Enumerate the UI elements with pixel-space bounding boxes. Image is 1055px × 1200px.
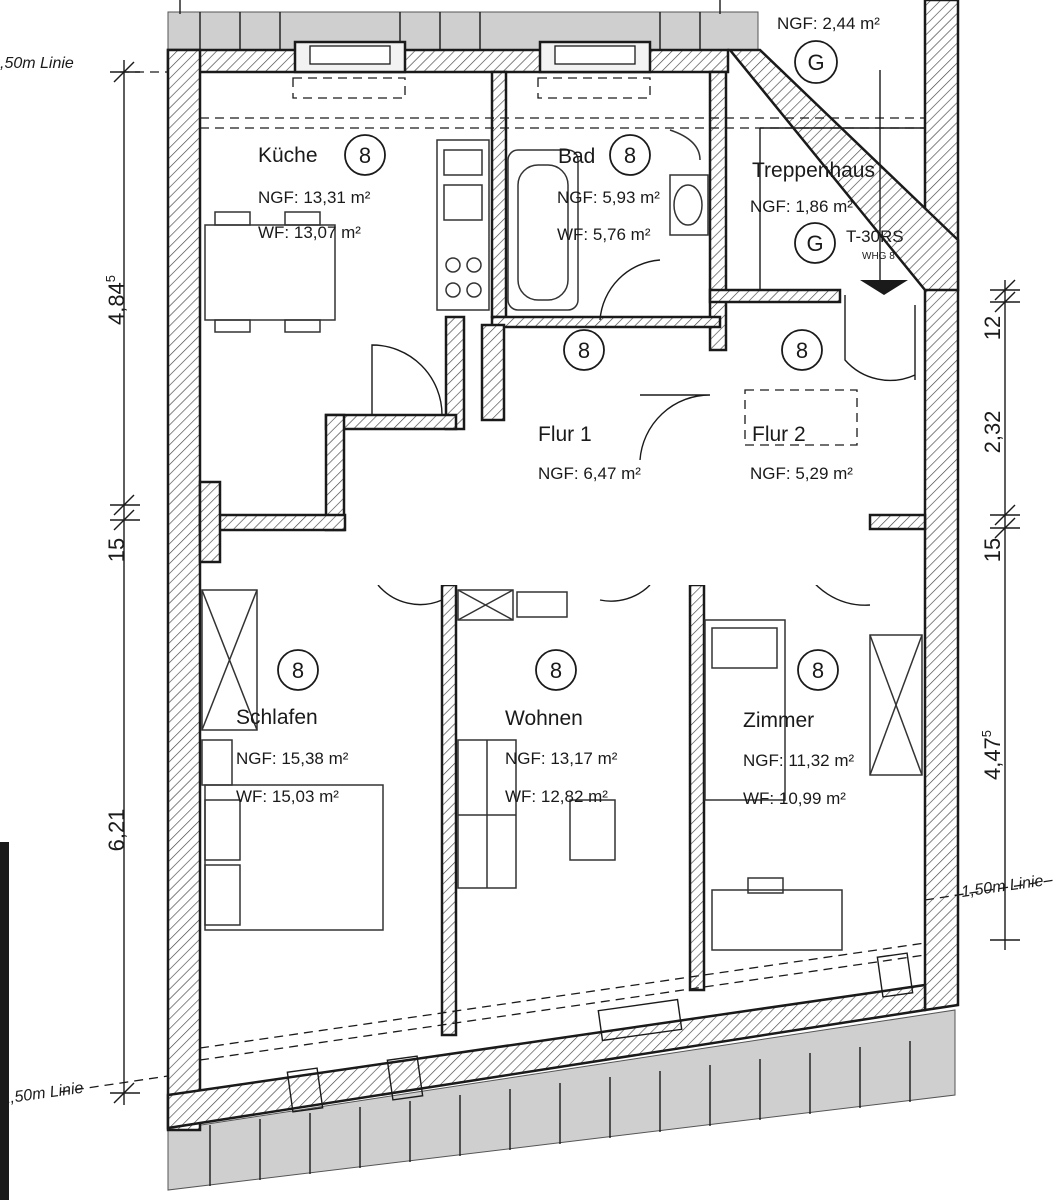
- dim-left-2: 15: [104, 538, 129, 562]
- ngf-g-top: NGF: 2,44 m²: [777, 14, 880, 33]
- unit-badge-bad: 8: [624, 143, 636, 168]
- room-flur2: 8 Flur 2 NGF: 5,29 m²: [750, 329, 853, 483]
- ngf-flur1: NGF: 6,47 m²: [538, 464, 641, 483]
- room-name-bad: Bad: [558, 145, 595, 168]
- door-code-treppenhaus: T-30RS: [846, 227, 904, 246]
- wf-wohnen: WF: 12,82 m²: [505, 787, 608, 806]
- wf-bad: WF: 5,76 m²: [557, 225, 651, 244]
- wf-zimmer: WF: 10,99 m²: [743, 789, 846, 808]
- room-bad: Bad 8 NGF: 5,93 m² WF: 5,76 m²: [557, 134, 660, 244]
- unit-badge-flur1: 8: [578, 338, 590, 363]
- left-edge-bar: [0, 842, 9, 1200]
- linie-label-top-left: ,50m Linie: [0, 55, 74, 72]
- linie-label-right: 1,50m Linie: [960, 873, 1044, 901]
- unit-badge-flur2: 8: [796, 338, 808, 363]
- dimension-right: 12 2,32 15 4,475: [979, 279, 1020, 950]
- ngf-schlafen: NGF: 15,38 m²: [236, 749, 349, 768]
- unit-badge-kueche: 8: [359, 143, 371, 168]
- top-windows: [292, 40, 652, 99]
- svg-text:4,845: 4,845: [103, 275, 129, 325]
- unit-badge-wohnen: 8: [550, 658, 562, 683]
- exterior-walls: [166, 0, 960, 1132]
- top-eave: [167, 0, 759, 51]
- interior-walls: [198, 70, 927, 1037]
- doors: [371, 259, 916, 606]
- svg-text:4,475: 4,475: [979, 730, 1005, 780]
- unit-badge-g-top: G: [807, 50, 824, 75]
- room-name-flur1: Flur 1: [538, 423, 592, 446]
- room-name-flur2: Flur 2: [752, 423, 806, 446]
- blank-patch: [357, 497, 857, 585]
- ngf-flur2: NGF: 5,29 m²: [750, 464, 853, 483]
- dim-right-4: 4,47: [980, 737, 1005, 780]
- ngf-zimmer: NGF: 11,32 m²: [743, 751, 854, 770]
- flag-treppenhaus: WHG 8: [862, 251, 895, 262]
- dim-left-1-sup: 5: [103, 275, 118, 282]
- room-treppenhaus: Treppenhaus NGF: 1,86 m² G T-30RS WHG 8: [750, 159, 904, 264]
- room-flur1: 8 Flur 1 NGF: 6,47 m²: [538, 329, 641, 483]
- ngf-wohnen: NGF: 13,17 m²: [505, 749, 618, 768]
- unit-badge-treppenhaus: G: [806, 231, 823, 256]
- room-name-schlafen: Schlafen: [236, 706, 318, 729]
- room-schlafen: 8 Schlafen NGF: 15,38 m² WF: 15,03 m²: [236, 649, 349, 806]
- dim-right-2: 2,32: [980, 411, 1005, 454]
- ngf-bad: NGF: 5,93 m²: [557, 188, 660, 207]
- furniture: [201, 70, 925, 951]
- linie-label-bottom-left: 1,50m Linie: [0, 1080, 84, 1108]
- room-zimmer: 8 Zimmer NGF: 11,32 m² WF: 10,99 m²: [743, 649, 854, 808]
- room-name-wohnen: Wohnen: [505, 707, 583, 730]
- room-wohnen: 8 Wohnen NGF: 13,17 m² WF: 12,82 m²: [505, 649, 618, 806]
- room-name-treppenhaus: Treppenhaus: [752, 159, 875, 182]
- wf-schlafen: WF: 15,03 m²: [236, 787, 339, 806]
- dim-right-1: 12: [980, 316, 1005, 340]
- bottom-eave: [167, 1009, 956, 1191]
- dim-left-1: 4,84: [104, 282, 129, 325]
- unit-badge-zimmer: 8: [812, 658, 824, 683]
- dimension-left: 4,845 15 6,21: [103, 60, 140, 1105]
- room-name-kueche: Küche: [258, 144, 318, 167]
- ngf-treppenhaus: NGF: 1,86 m²: [750, 197, 853, 216]
- room-g-top: NGF: 2,44 m² G: [777, 14, 880, 84]
- ngf-kueche: NGF: 13,31 m²: [258, 188, 371, 207]
- linie-lines: [59, 71, 1055, 1093]
- dim-right-3: 15: [980, 538, 1005, 562]
- dim-left-3: 6,21: [104, 809, 129, 852]
- bottom-windows: [286, 952, 914, 1113]
- dim-right-4-sup: 5: [979, 730, 994, 737]
- room-name-zimmer: Zimmer: [743, 709, 814, 732]
- unit-badge-schlafen: 8: [292, 658, 304, 683]
- room-kueche: Küche 8 NGF: 13,31 m² WF: 13,07 m²: [258, 134, 386, 242]
- wf-kueche: WF: 13,07 m²: [258, 223, 361, 242]
